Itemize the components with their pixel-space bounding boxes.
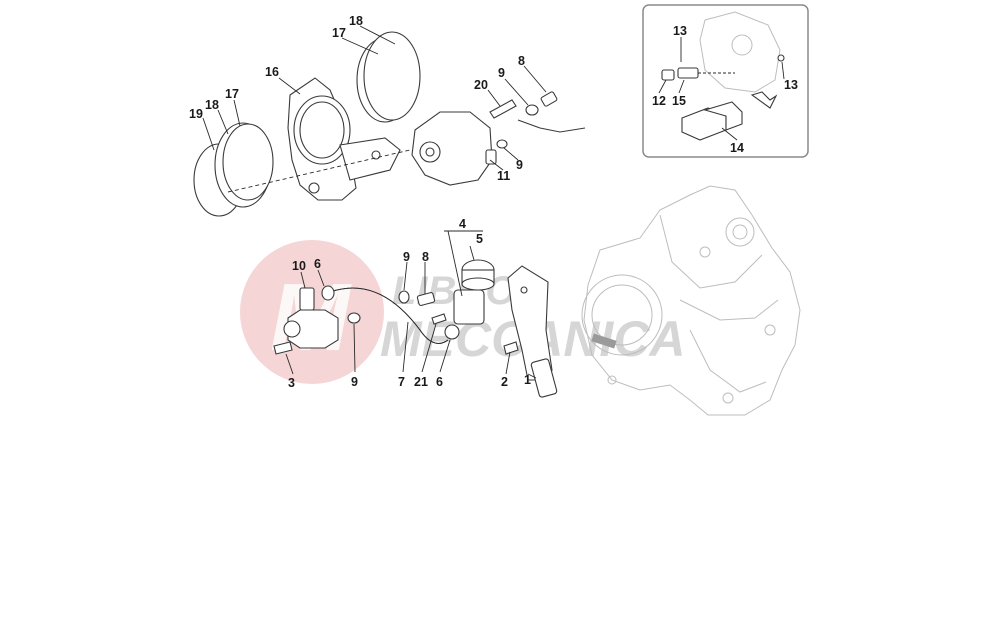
callout-label: 16: [265, 65, 279, 79]
callout-label: 21: [414, 375, 428, 389]
callout-label: 5: [476, 232, 483, 246]
bottom-assembly: [273, 230, 558, 398]
callout-label: 8: [518, 54, 525, 68]
callout-label: 15: [672, 94, 686, 108]
engine-case-illustration: [581, 185, 801, 416]
leader-lines: [202, 25, 785, 379]
callout-label: 6: [314, 257, 321, 271]
callout-label: 2: [501, 375, 508, 389]
callout-label: 20: [474, 78, 488, 92]
callout-label: 8: [422, 250, 429, 264]
callout-label: 3: [288, 376, 295, 390]
engine-badge: [591, 333, 617, 349]
callout-label: 4: [459, 217, 466, 231]
callout-label: 10: [292, 259, 306, 273]
callout-label: 9: [516, 158, 523, 172]
callouts: 18 17 16 18 17 19 20 9 8 9 11 13 12 15 1…: [189, 14, 798, 390]
callout-label: 18: [349, 14, 363, 28]
callout-label: 9: [498, 66, 505, 80]
callout-label: 13: [784, 78, 798, 92]
callout-label: 14: [730, 141, 744, 155]
callout-label: 7: [398, 375, 405, 389]
callout-label: 17: [225, 87, 239, 101]
inset-box: [642, 4, 809, 158]
callout-label: 18: [205, 98, 219, 112]
callout-label: 19: [189, 107, 203, 121]
top-assembly: [193, 31, 586, 217]
callout-label: 11: [497, 169, 510, 183]
callout-label: 13: [673, 24, 687, 38]
callout-label: 9: [403, 250, 410, 264]
callout-label: 12: [652, 94, 666, 108]
callout-label: 6: [436, 375, 443, 389]
callout-label: 17: [332, 26, 346, 40]
callout-label: 9: [351, 375, 358, 389]
callout-label: 1: [524, 373, 531, 387]
